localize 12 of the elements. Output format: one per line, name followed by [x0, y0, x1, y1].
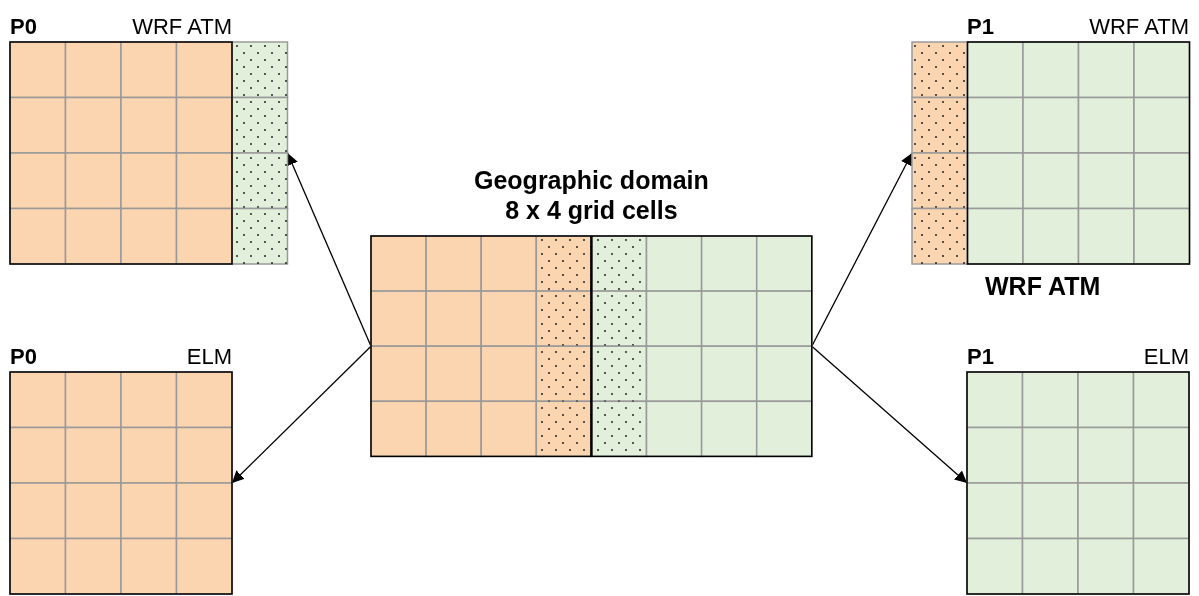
processor-label: P0 [10, 14, 37, 40]
domain-title: Geographic domain 8 x 4 grid cells [473, 165, 710, 225]
arrow [811, 152, 913, 347]
model-label: WRF ATM [1089, 14, 1189, 40]
processor-label: P1 [967, 14, 994, 40]
model-label: ELM [1143, 344, 1189, 370]
processor-label: P0 [10, 344, 37, 370]
arrow [811, 345, 968, 484]
model-label: WRF ATM [132, 14, 232, 40]
model-label: WRF ATM [985, 272, 1101, 301]
model-label: ELM [186, 344, 232, 370]
processor-label: P1 [967, 344, 994, 370]
